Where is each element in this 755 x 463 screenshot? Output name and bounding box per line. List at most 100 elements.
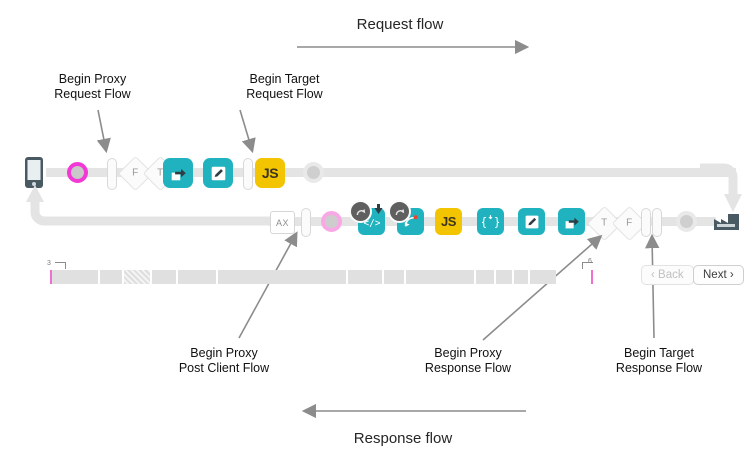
timeline-segment[interactable]	[348, 270, 382, 284]
request-flow-title: Request flow	[356, 16, 444, 33]
pencil-icon	[525, 215, 538, 228]
policy-route-1[interactable]	[163, 158, 193, 188]
policy-box	[518, 208, 545, 235]
policy-javascript-2[interactable]: JS	[435, 208, 462, 235]
timeline-segment[interactable]	[50, 270, 98, 284]
flow-separator-pill	[107, 158, 117, 190]
condition-label: F	[626, 217, 633, 229]
begin-proxy-post-client-flow-marker	[321, 211, 342, 232]
policy-box: JS	[435, 208, 462, 235]
callout-begin-proxy-request: Begin Proxy Request Flow	[30, 72, 155, 102]
timeline-left-bracket	[55, 262, 66, 269]
policy-javascript-1[interactable]: JS	[255, 158, 285, 188]
arrow-curve-up-icon	[356, 208, 365, 215]
policy-json-threat[interactable]: { }	[477, 208, 504, 235]
analytics-box[interactable]: AX	[270, 211, 295, 234]
policy-box: JS	[255, 158, 285, 188]
callout-arrow-begin-target-request	[239, 109, 256, 154]
timeline-segment[interactable]	[124, 270, 150, 284]
target-server-icon	[714, 214, 739, 230]
policy-box	[163, 158, 193, 188]
begin-proxy-post-client-flow-dot[interactable]	[321, 211, 342, 232]
response-flow-arrow	[301, 403, 526, 419]
policy-box	[203, 158, 233, 188]
policy-box	[388, 200, 424, 235]
condition-false-2[interactable]: F	[611, 205, 648, 242]
timeline-segment[interactable]	[384, 270, 404, 284]
timeline-right-bracket	[582, 262, 593, 269]
callout-arrow-begin-proxy-post-client	[238, 231, 298, 339]
flow-separator-2[interactable]	[243, 158, 253, 190]
analytics-label-box: AX	[270, 211, 295, 234]
policy-label: JS	[261, 165, 279, 181]
callout-arrow-begin-proxy-response	[482, 234, 603, 341]
callout-begin-proxy-post-client-line2: Post Client Flow	[178, 361, 270, 375]
policy-extract-variables[interactable]: </>	[349, 200, 385, 235]
endpoint-marker	[676, 211, 697, 232]
timeline-marker-current	[591, 270, 593, 284]
braces-icon: { }	[482, 215, 499, 229]
condition-label: T	[601, 217, 608, 229]
timeline-segment[interactable]	[530, 270, 556, 284]
next-button[interactable]: Next ›	[693, 265, 744, 285]
response-flow-title: Response flow	[353, 430, 453, 447]
timeline-segment[interactable]	[406, 270, 474, 284]
request-flow-arrow	[297, 39, 530, 55]
flow-separator-1[interactable]	[107, 158, 117, 190]
flow-separator-pill	[301, 208, 311, 237]
callout-begin-target-request: Begin Target Request Flow	[222, 72, 347, 102]
pencil-icon	[211, 166, 225, 180]
back-button[interactable]: ‹ Back	[641, 265, 694, 285]
code-icon: </>	[364, 218, 380, 229]
timeline-segment[interactable]	[514, 270, 528, 284]
route-icon	[171, 168, 186, 180]
policy-box	[558, 208, 585, 235]
flow-separator-3[interactable]	[301, 208, 311, 237]
request-flow-rail	[46, 168, 736, 177]
fault-rule-badge	[388, 200, 411, 223]
callout-begin-proxy-request-line2: Request Flow	[54, 87, 131, 101]
timeline-right-tick: 6	[588, 258, 592, 265]
flow-separator-pill	[243, 158, 253, 190]
timeline-segment[interactable]	[178, 270, 216, 284]
response-to-client-connector	[26, 185, 280, 226]
timeline-segment[interactable]	[152, 270, 176, 284]
timeline-segment[interactable]	[476, 270, 494, 284]
callout-begin-proxy-post-client: Begin Proxy Post Client Flow	[160, 346, 288, 376]
callout-begin-target-response-line2: Response Flow	[615, 361, 703, 375]
request-to-target-connector	[700, 163, 742, 212]
policy-route-2[interactable]	[558, 208, 585, 235]
callout-begin-target-response: Begin Target Response Flow	[596, 346, 722, 376]
policy-assign-message-2[interactable]	[518, 208, 545, 235]
callout-begin-target-request-line2: Request Flow	[246, 87, 323, 101]
callout-begin-proxy-post-client-line1: Begin Proxy	[190, 346, 258, 360]
endpoint-dot-2[interactable]	[676, 211, 697, 232]
timeline-segment[interactable]	[496, 270, 512, 284]
callout-begin-proxy-request-line1: Begin Proxy	[58, 72, 127, 86]
timeline-marker-start	[50, 270, 52, 284]
timeline-left-tick: 3	[47, 260, 51, 267]
timeline-track[interactable]	[50, 270, 556, 284]
endpoint-dot-1[interactable]	[303, 162, 324, 183]
svg-text:{ }: { }	[482, 216, 499, 229]
down-arrow-marker	[374, 204, 383, 214]
callout-begin-proxy-response: Begin Proxy Response Flow	[405, 346, 531, 376]
fault-rule-badge	[349, 200, 372, 223]
begin-proxy-request-flow-marker	[67, 162, 88, 183]
timeline-segment[interactable]	[100, 270, 122, 284]
callout-begin-proxy-response-line1: Begin Proxy	[434, 346, 502, 360]
callout-begin-target-request-line1: Begin Target	[249, 72, 320, 86]
timeline-segment[interactable]	[218, 270, 346, 284]
policy-raise-fault[interactable]	[388, 200, 424, 235]
route-icon	[565, 217, 579, 228]
policy-label: JS	[440, 214, 457, 229]
arrow-curve-icon	[404, 215, 418, 227]
begin-proxy-request-flow-dot[interactable]	[67, 162, 88, 183]
analytics-label: AX	[275, 217, 289, 228]
callout-arrow-begin-proxy-request	[96, 109, 111, 154]
policy-assign-message-1[interactable]	[203, 158, 233, 188]
arrow-curve-up-icon	[395, 208, 404, 215]
policy-box: </>	[349, 200, 385, 235]
callout-begin-proxy-response-line2: Response Flow	[424, 361, 512, 375]
